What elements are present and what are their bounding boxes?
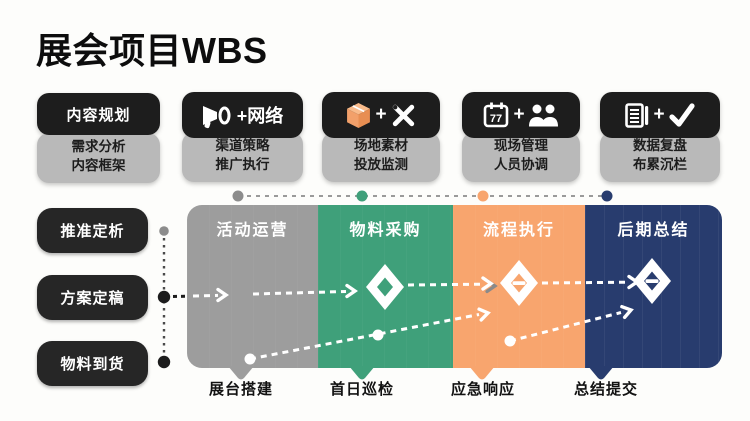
pill-step-2: 方案定稿	[37, 275, 148, 320]
phase-title: 后期总结	[617, 222, 690, 239]
phase-column-procurement: 物料采购	[318, 205, 453, 368]
page-title: 展会项目WBS	[36, 30, 268, 71]
left-connector-line	[157, 226, 188, 369]
phase-column-summary: 后期总结	[585, 205, 722, 368]
card-line: 数据复盘	[633, 138, 687, 154]
card-data-review: 数据复盘 布累沉栏 +	[600, 92, 720, 182]
phase-band: 活动运营 物料采购 流程执行 后期总结	[187, 205, 722, 368]
card-header-label: +网络	[236, 106, 284, 126]
connector-dot-bottom	[157, 355, 171, 369]
milestone-label-1: 展台搭建	[208, 381, 273, 398]
card-line: 人员协调	[494, 157, 548, 173]
card-line: 内容框架	[71, 158, 126, 174]
phase-title: 物料采购	[349, 222, 422, 239]
card-header: +	[600, 92, 720, 138]
tools-icon	[392, 104, 414, 126]
timeline-dot-gray	[232, 190, 244, 202]
card-line: 现场管理	[494, 138, 548, 154]
milestone-label-2: 首日巡检	[329, 381, 394, 398]
users-icon	[528, 104, 558, 127]
milestone-label-4: 总结提交	[573, 381, 638, 398]
plus-sign: +	[513, 104, 525, 125]
card-body: 渠道策略 推广执行	[182, 132, 303, 182]
card-body: 需求分析 内容框架	[37, 133, 160, 183]
megaphone-icon	[202, 105, 231, 128]
pill-step-1: 推准定析	[37, 208, 148, 253]
plus-sign: +	[375, 104, 387, 125]
phase-column-process: 流程执行	[453, 205, 585, 368]
card-header: 77 +	[462, 92, 580, 138]
card-header: 内容规划	[37, 93, 160, 135]
timeline-dot-green	[356, 190, 368, 202]
card-header: +网络	[182, 92, 303, 138]
card-line: 场地素材	[354, 138, 408, 154]
calendar-number: 77	[490, 113, 502, 125]
card-line: 布累沉栏	[633, 157, 687, 173]
card-line: 推广执行	[215, 157, 270, 173]
card-line: 渠道策略	[215, 138, 270, 154]
milestone-label-3: 应急响应	[450, 381, 515, 398]
phase-column-operations: 活动运营	[187, 205, 318, 368]
connector-dot-top	[159, 226, 169, 236]
card-header: +	[322, 92, 440, 138]
phase-title: 活动运营	[216, 222, 289, 239]
card-venue-materials: 场地素材 投放监测 +	[322, 92, 440, 182]
card-line: 需求分析	[71, 139, 126, 155]
timeline-dot-navy	[601, 190, 613, 202]
card-line: 投放监测	[354, 157, 408, 173]
card-body: 现场管理 人员协调	[462, 132, 580, 182]
check-icon	[668, 103, 695, 127]
card-channel-strategy: 渠道策略 推广执行 +网络	[182, 92, 303, 182]
pill-step-3: 物料到货	[37, 341, 148, 386]
card-content-planning: 需求分析 内容框架 内容规划	[37, 93, 160, 183]
card-body: 数据复盘 布累沉栏	[600, 132, 720, 182]
document-icon	[625, 102, 649, 128]
card-body: 场地素材 投放监测	[322, 132, 440, 182]
phase-title: 流程执行	[482, 222, 555, 239]
connector-dot-middle	[157, 290, 171, 304]
calendar-icon: 77	[484, 102, 509, 128]
card-onsite-management: 现场管理 人员协调 77 +	[462, 92, 580, 182]
timeline-dot-orange	[477, 190, 489, 202]
timeline-dotted-line	[232, 190, 613, 202]
package-icon	[347, 102, 371, 128]
plus-sign: +	[653, 104, 665, 125]
